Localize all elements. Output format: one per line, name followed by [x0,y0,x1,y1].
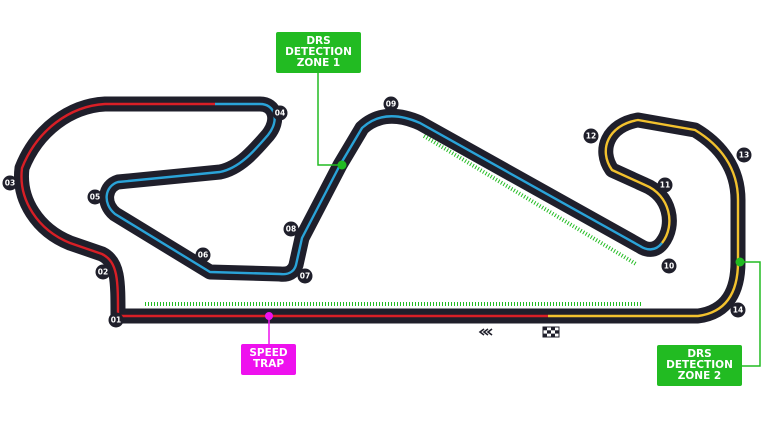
speed-trap-line-1: SPEED [249,347,288,359]
checkered-flag-icon [542,326,560,338]
corner-badge-05 [87,189,103,205]
corner-badge-08 [283,221,299,237]
track-outline [14,96,746,324]
corner-number-03: 03 [5,179,15,188]
drs-zone-1-line-2: DETECTION [285,46,352,58]
track-sector-1 [20,102,217,318]
corner-number-06: 06 [198,251,208,260]
drs-detection-zone-1-label: DRS DETECTION ZONE 1 [276,32,361,73]
drs-zone-2-line-1: DRS [687,348,712,360]
corner-number-07: 07 [300,272,310,281]
drs-detection-zone-2-label: DRS DETECTION ZONE 2 [657,345,742,386]
corner-number-14: 14 [733,306,743,315]
drs-zone-1-line-3: ZONE 1 [296,57,341,69]
corner-badge-07 [297,268,313,284]
drs-detection-point-1 [337,160,347,170]
corner-number-08: 08 [286,225,296,234]
corner-number-05: 05 [90,193,100,202]
drs-zone-back-straight [422,134,638,266]
speed-trap-label: SPEED TRAP [241,344,296,375]
corner-badge-13 [736,147,752,163]
drs-zone-1-line-1: DRS [306,35,331,47]
chevrons-left-icon [478,328,493,336]
speed-trap-line-2: TRAP [252,358,285,370]
track-sector-2 [105,102,663,276]
drs-detection-point-2 [735,257,745,267]
corner-badge-10 [661,258,677,274]
corner-number-04: 04 [275,109,285,118]
corner-badge-06 [195,247,211,263]
corner-badge-14 [730,302,746,318]
corner-badge-01 [108,312,124,328]
speed-trap-point [265,312,273,320]
corner-number-02: 02 [98,268,108,277]
corner-badge-03 [2,175,18,191]
drs-zone-2-leader [740,261,761,367]
corner-number-11: 11 [660,181,670,190]
corner-number-10: 10 [664,262,674,271]
corner-number-01: 01 [111,316,121,325]
drs-zone-2-line-2: DETECTION [666,359,733,371]
corner-number-12: 12 [586,132,596,141]
drs-zone-2-line-3: ZONE 2 [677,370,722,382]
corner-badge-11 [657,177,673,193]
corner-badges: 01 02 03 04 05 06 07 08 09 10 11 12 13 14 [2,96,752,328]
corner-badge-02 [95,264,111,280]
corner-number-13: 13 [739,151,749,160]
corner-badge-12 [583,128,599,144]
corner-number-09: 09 [386,100,396,109]
track-sector-3 [548,118,740,318]
corner-badge-09 [383,96,399,112]
drs-zone-1-leader [317,73,341,166]
corner-badge-04 [272,105,288,121]
